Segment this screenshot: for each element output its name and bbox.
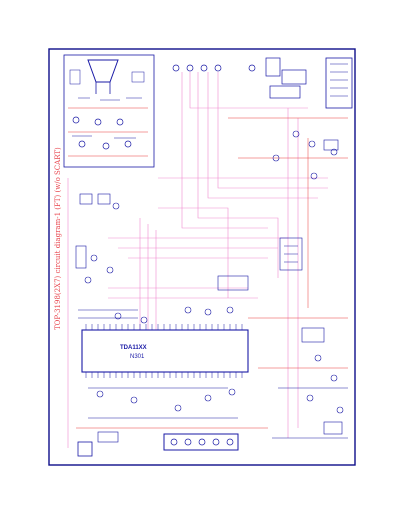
top-components [172,57,307,99]
connector-block [325,57,353,109]
main-ic-pins [85,324,243,378]
crt-transistors [72,116,132,150]
bottom-components [88,387,238,443]
crt-board-outline [63,54,155,168]
bottom-left-socket [77,441,93,457]
left-components [75,193,234,324]
main-ic-label: TDA11XX [120,345,147,351]
wire-bus [67,72,328,448]
main-ic-ref: N301 [130,354,145,360]
crt-tube-symbol [87,59,119,83]
power-section [272,327,348,439]
diagram-title: TOP-3198(2X7) circuit diagram-1 (FT) (w/… [54,147,62,330]
sheet-border [48,48,356,466]
bottom-connector [163,433,239,451]
main-ic-body [81,329,249,373]
bottom-connector-pins [170,438,234,446]
schematic-sheet [48,48,356,466]
right-components [217,130,339,291]
